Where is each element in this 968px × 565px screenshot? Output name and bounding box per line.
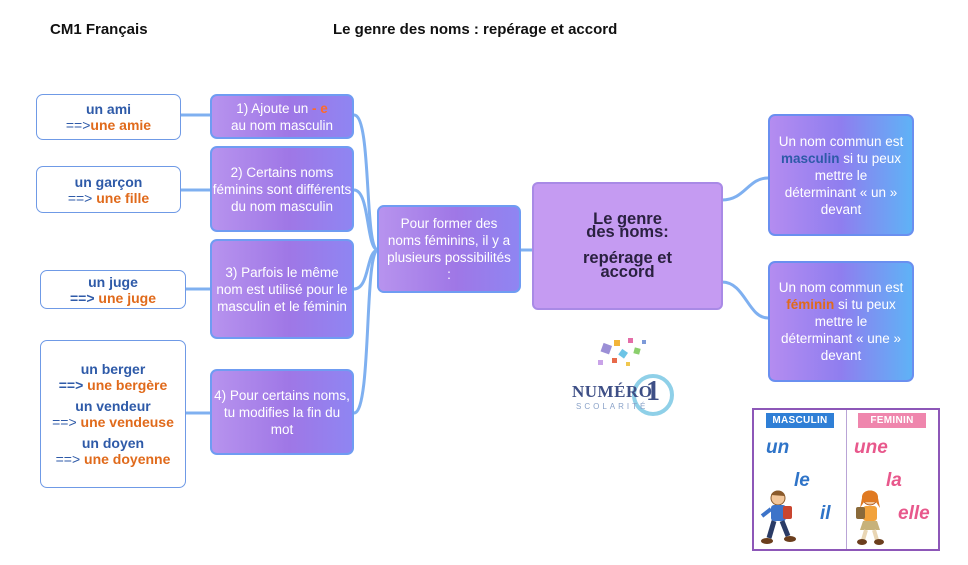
example-fem: une vendeuse [80,414,174,430]
card-word-elle: elle [898,503,930,524]
connector-rule2 [352,188,380,252]
example-fem: une amie [90,117,152,133]
example-fem: une fille [96,189,150,206]
logo: NUMÉRO 1 SCOLARITÉ [568,330,678,420]
example-box-4: un berger ==> une bergère un vendeur ==>… [40,340,186,488]
intro-box: Pour former des noms féminins, il y a pl… [377,205,521,293]
center-line: des noms: [586,223,669,241]
card-word-une: une [854,437,888,458]
rule-box-2: 2) Certains noms féminins sont différent… [210,146,354,232]
intro-text: Pour former des noms féminins, il y a pl… [387,216,511,282]
rule-box-1: 1) Ajoute un - e au nom masculin [210,94,354,139]
connector-rule4 [352,248,380,415]
logo-number: 1 [646,376,660,407]
boy-icon [760,490,796,544]
example-box-3: un juge ==> une juge [40,270,186,309]
determinant-card: MASCULIN FEMININ un le il une la elle [752,408,940,551]
definition-text: si tu peux mettre le déterminant « une »… [780,297,902,363]
rule-text: 3) Parfois le même nom est utilisé pour … [216,264,348,314]
center-topic: Le genre des noms: repérage et accord [532,182,723,310]
card-word-un: un [766,437,790,458]
example-fem: une doyenne [84,451,171,467]
definition-fem-box: Un nom commun est féminin si tu peux met… [768,261,914,382]
page-title: Le genre des noms : repérage et accord [333,21,618,38]
rule-text: 4) Pour certains noms, tu modifies la fi… [214,387,350,437]
example-box-2: un garçon ==> une fille [36,166,181,213]
logo-subtitle: SCOLARITÉ [576,402,649,411]
definition-masc-box: Un nom commun est masculin si tu peux me… [768,114,914,236]
masculin-tag: MASCULIN [766,413,834,428]
logo-wordmark: NUMÉRO [572,382,653,401]
rule-text: 2) Certains noms féminins sont différent… [212,164,352,214]
card-word-la: la [886,470,902,491]
rule-box-4: 4) Pour certains noms, tu modifies la fi… [210,369,354,455]
example-masc: un berger [80,361,146,377]
feminin-tag: FEMININ [858,413,926,428]
rule-text: 1) Ajoute un [236,100,309,116]
card-word-il: il [820,503,831,524]
definition-text: Un nom commun est [778,133,904,149]
example-box-1: un ami ==>une amie [36,94,181,140]
example-arrow: ==> [65,117,91,133]
example-arrow: ==> [55,451,81,467]
center-line: accord [600,263,655,281]
example-fem: une juge [98,289,156,306]
center-line: repérage et [583,249,672,267]
girl-icon [856,490,884,545]
definition-text: Un nom commun est [778,280,904,295]
connector-rule1 [352,113,380,252]
rule-box-3: 3) Parfois le même nom est utilisé pour … [210,239,354,339]
example-arrow: ==> [70,289,95,306]
subject-label: CM1 Français [50,21,148,38]
connector-def-fem [720,280,770,320]
definition-text: si tu peux mettre le déterminant « un » … [784,150,902,217]
example-masc: un ami [85,101,132,117]
rule-text-2: au nom masculin [230,117,334,133]
example-masc: un juge [88,273,138,290]
definition-keyword: masculin [780,150,840,166]
rule-highlight: - e [308,100,328,116]
example-arrow: ==> [58,377,84,393]
example-masc: un vendeur [75,398,151,414]
logo-confetti-icon [598,338,674,416]
example-arrow: ==> [52,414,77,430]
definition-keyword: féminin [786,297,835,312]
example-arrow: ==> [67,189,93,206]
example-masc: un garçon [74,173,143,190]
connector-def-masc [720,176,770,202]
example-masc: un doyen [81,435,145,451]
card-word-le: le [794,470,810,491]
example-fem: une bergère [87,377,168,393]
center-line: Le genre [593,210,662,228]
